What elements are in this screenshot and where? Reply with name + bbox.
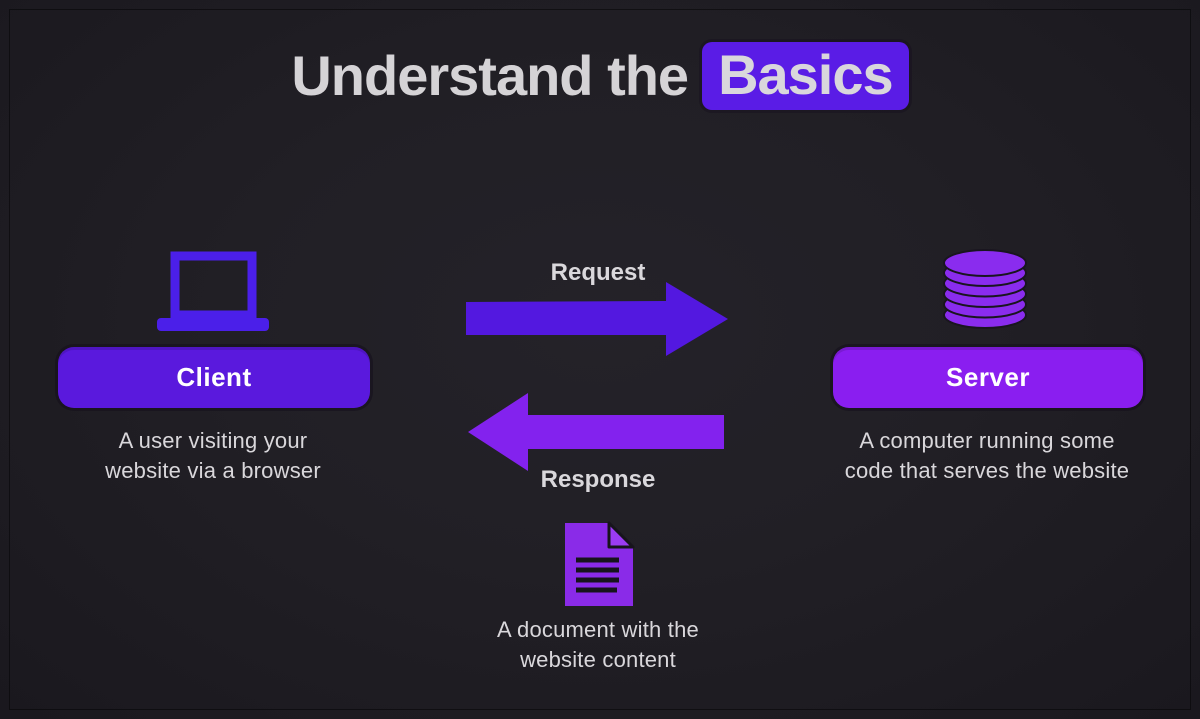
request-label: Request — [550, 259, 646, 286]
client-description-line1: A user visiting your — [118, 428, 308, 453]
title-highlight: Basics — [702, 42, 909, 110]
server-pill: Server — [833, 347, 1143, 408]
document-caption-line1: A document with the — [497, 617, 699, 642]
client-description-line2: website via a browser — [105, 458, 321, 483]
client-pill: Client — [58, 347, 370, 408]
server-label: Server — [946, 362, 1030, 392]
response-label: Response — [540, 466, 656, 493]
server-description-line2: code that serves the website — [844, 458, 1130, 483]
title-text: Understand the — [291, 44, 689, 107]
server-description-line1: A computer running some — [859, 428, 1115, 453]
client-label: Client — [176, 362, 252, 392]
document-caption-line2: website content — [520, 647, 676, 672]
page-title: Understand the Basics — [0, 42, 1200, 110]
arrow-left-icon — [468, 393, 724, 471]
database-icon — [941, 248, 1029, 330]
document-icon — [562, 521, 636, 608]
laptop-icon — [157, 250, 269, 334]
server-description: A computer running some code that serves… — [817, 426, 1157, 486]
arrow-right-icon — [466, 282, 728, 356]
document-caption: A document with the website content — [448, 615, 748, 675]
client-description: A user visiting your website via a brows… — [53, 426, 373, 486]
